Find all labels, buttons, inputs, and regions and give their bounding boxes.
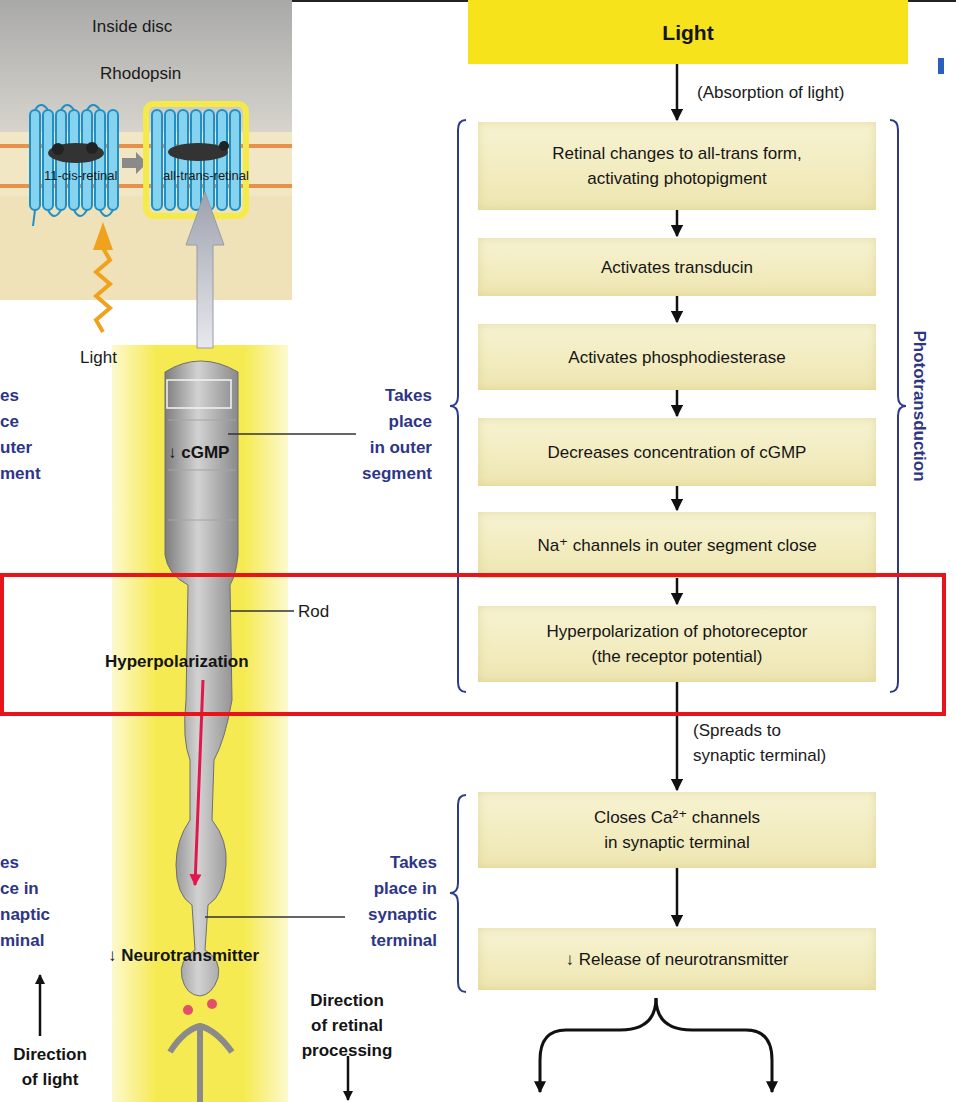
helix	[30, 110, 40, 210]
output-arrow	[656, 998, 772, 1092]
disc-outline	[167, 380, 231, 408]
helix	[95, 110, 105, 210]
light-ray-head	[93, 222, 113, 250]
part-name: Light	[80, 345, 117, 370]
box-text: Closes Ca²⁺ channels in synaptic termina…	[594, 805, 760, 855]
process-box: Hyperpolarization of photoreceptor (the …	[478, 606, 876, 682]
process-box: Na⁺ channels in outer segment close	[478, 512, 876, 578]
retinal-atom	[86, 142, 98, 154]
part-name: Rhodopsin	[100, 61, 181, 86]
direction-arrow	[347, 1056, 350, 1100]
edge-label: (Spreads to synaptic terminal)	[693, 718, 826, 768]
retinal-molecule	[48, 143, 104, 163]
flow-arrow	[676, 682, 679, 790]
molecule-name: 11-cis-retinal	[44, 168, 117, 184]
rhodopsin-protein	[30, 105, 118, 226]
leader-line	[205, 916, 345, 918]
box-text: Activates phosphodiesterase	[568, 345, 785, 370]
box-text: Light	[662, 20, 713, 45]
process-box: Activates phosphodiesterase	[478, 324, 876, 390]
neurotransmitter	[207, 999, 217, 1009]
process-box: ↓ Release of neurotransmitter	[478, 928, 876, 990]
activation-glow	[146, 104, 246, 216]
flow-arrow	[676, 578, 679, 604]
rod-cell	[165, 361, 238, 996]
output-arrow	[540, 998, 656, 1092]
neurotransmitter	[183, 1005, 193, 1015]
direction-arrow	[39, 975, 42, 1036]
flow-arrow	[676, 210, 679, 236]
flow-arrow	[676, 868, 679, 926]
edge-mark	[938, 58, 944, 74]
molecule-name: all-trans-retinal	[163, 168, 249, 184]
box-text: Hyperpolarization of photoreceptor (the …	[547, 619, 808, 669]
box-text: Retinal changes to all-trans form, activ…	[552, 141, 801, 191]
retinal-molecule	[168, 143, 228, 161]
bracket	[450, 795, 466, 992]
direction-label: Direction of retinal processing	[284, 988, 410, 1063]
flow-arrow	[676, 64, 679, 120]
edge-label: (Absorption of light)	[697, 80, 844, 105]
box-text: Decreases concentration of cGMP	[548, 440, 807, 465]
zoom-arrow	[186, 192, 224, 348]
retinal-atom	[219, 141, 229, 151]
light-band	[112, 345, 288, 1102]
box-text: Na⁺ channels in outer segment close	[537, 533, 816, 558]
signal-label: Hyperpolarization	[105, 649, 249, 674]
location-label: Takes place in synaptic terminal	[333, 850, 437, 954]
signal-arrow	[195, 680, 203, 885]
bipolar-dendrite	[170, 1026, 232, 1102]
helix	[43, 110, 53, 210]
leader-line	[228, 433, 356, 435]
rhodopsin-protein	[146, 104, 246, 216]
loop	[33, 105, 113, 226]
part-name: Rod	[298, 599, 329, 624]
disc-stripes	[168, 420, 236, 520]
helix	[108, 110, 118, 210]
flow-arrow	[676, 296, 679, 322]
signal-label: ↓ cGMP	[168, 440, 229, 465]
light-ray	[96, 248, 110, 332]
retinal-atom	[52, 143, 64, 155]
direction-label: Direction of light	[0, 1042, 100, 1092]
flow-arrow	[676, 486, 679, 510]
process-box: Decreases concentration of cGMP	[478, 418, 876, 486]
flow-arrow	[676, 390, 679, 416]
process-box: Closes Ca²⁺ channels in synaptic termina…	[478, 792, 876, 868]
process-box: Retinal changes to all-trans form, activ…	[478, 122, 876, 210]
bracket	[890, 120, 906, 692]
box-text: ↓ Release of neurotransmitter	[566, 947, 789, 972]
inset-title: Inside disc	[92, 14, 172, 39]
helix	[230, 110, 240, 210]
highlight-frame	[2, 575, 944, 714]
process-box: Activates transducin	[478, 238, 876, 296]
cropped-label: es ce uter ment	[0, 383, 41, 487]
bracket	[450, 120, 466, 692]
box-text: Activates transducin	[601, 255, 753, 280]
helix	[217, 110, 227, 210]
helix	[165, 110, 175, 210]
location-label: Takes place in outer segment	[332, 383, 432, 487]
cropped-label: es ce in naptic minal	[0, 850, 50, 954]
leader-line	[230, 610, 294, 612]
bracket-label: Phototransduction	[907, 330, 932, 481]
signal-label: ↓ Neurotransmitter	[108, 943, 259, 968]
helix	[152, 110, 162, 210]
stimulus-box: Light	[468, 0, 908, 64]
